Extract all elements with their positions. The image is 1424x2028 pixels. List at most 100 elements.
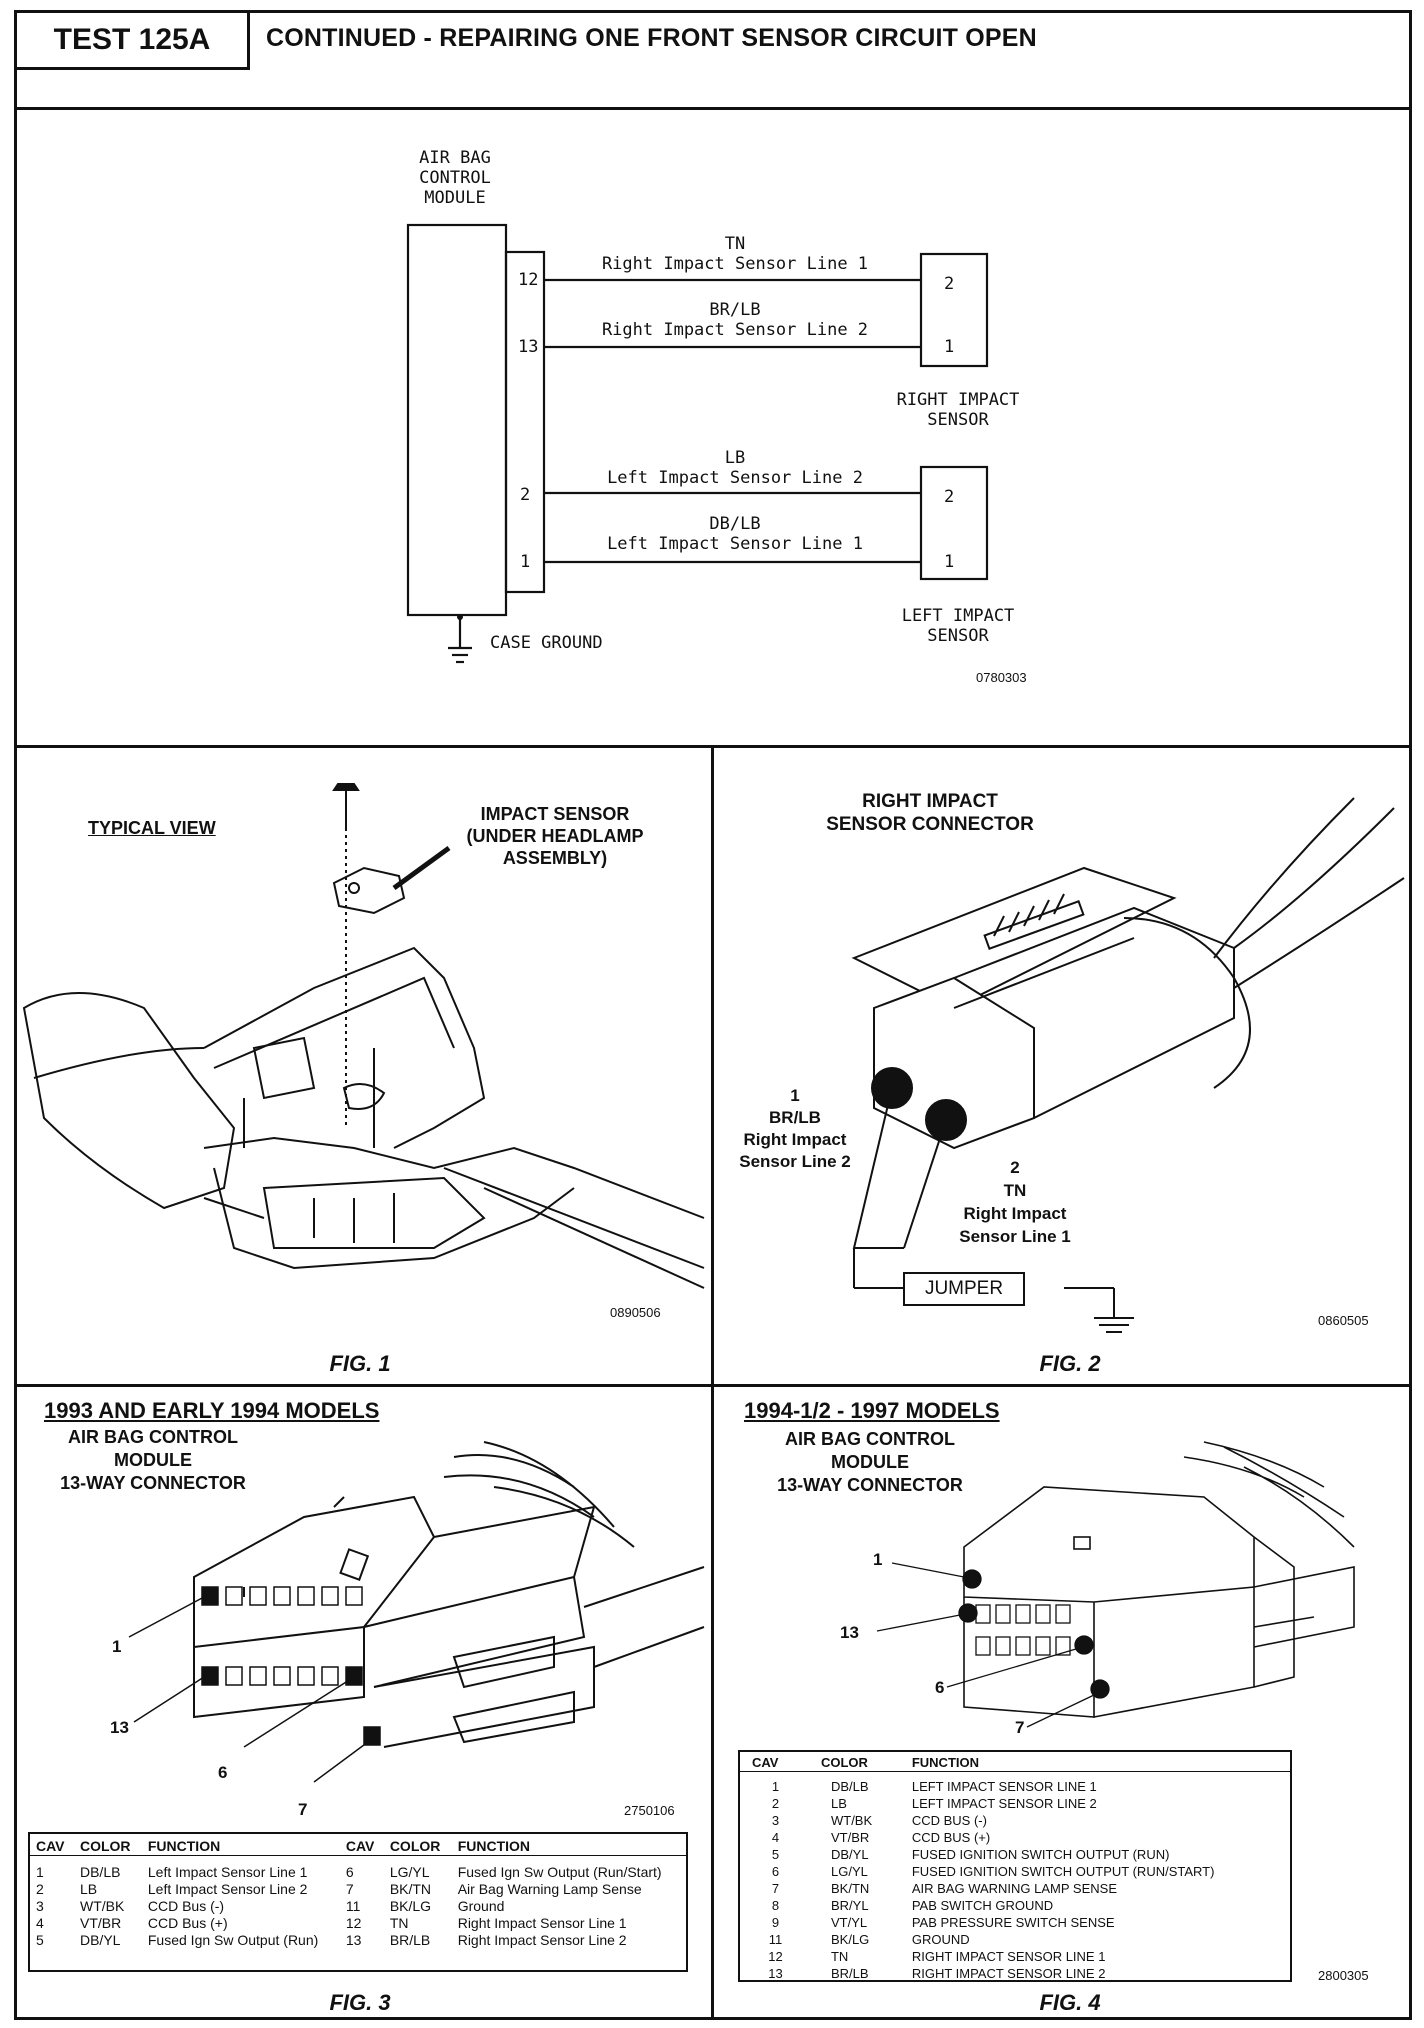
fig2-pin2-name2: Sensor Line 1 xyxy=(959,1227,1071,1246)
fig3-ref: 2750106 xyxy=(624,1803,675,1818)
fig4-connector-illustration xyxy=(876,1441,1355,1728)
cell: 3 xyxy=(36,1897,44,1914)
cell: WT/BK xyxy=(79,1897,125,1914)
fig3-table-header: CAV COLOR FUNCTION CAV COLOR FUNCTION xyxy=(30,1838,686,1856)
cell: PAB SWITCH GROUND xyxy=(911,1897,1054,1913)
table-row: 8 BR/YL PAB SWITCH GROUND xyxy=(740,1897,1290,1914)
right-line2-color: BR/LB xyxy=(709,300,761,320)
fig1-caption: FIG. 1 xyxy=(329,1351,391,1376)
cell: PAB PRESSURE SWITCH SENSE xyxy=(911,1914,1115,1930)
pin-12: 12 xyxy=(518,270,539,290)
left-line2-name: Left Impact Sensor Line 2 xyxy=(607,468,863,488)
fig2-heading: RIGHT IMPACT SENSOR CONNECTOR xyxy=(790,790,1070,836)
fig4-sub: AIR BAG CONTROL MODULE 13-WAY CONNECTOR xyxy=(760,1428,980,1497)
cell: 11 xyxy=(345,1897,361,1914)
cell: TN xyxy=(830,1948,849,1964)
fig4-callout-13: 13 xyxy=(840,1623,859,1642)
fig3-callout-7: 7 xyxy=(298,1800,308,1819)
cell: LB xyxy=(79,1880,98,1897)
cell: 6 xyxy=(771,1863,780,1879)
fig2-pin2-name1: Right Impact xyxy=(963,1204,1067,1223)
fig3-caption: FIG. 3 xyxy=(329,1990,391,2015)
cell: 8 xyxy=(771,1897,780,1913)
cell: GROUND xyxy=(911,1931,970,1947)
fig2-pin1-num: 1 xyxy=(790,1086,800,1105)
cell: BR/YL xyxy=(830,1897,869,1913)
fig2-pin2-num: 2 xyxy=(1010,1158,1020,1177)
cell: TN xyxy=(389,1914,409,1931)
right-sensor-box xyxy=(919,252,989,368)
left-line2-color: LB xyxy=(724,448,746,468)
cell: LEFT IMPACT SENSOR LINE 1 xyxy=(911,1778,1097,1794)
fig4-th-color: COLOR xyxy=(810,1754,906,1772)
fig3-callout-1: 1 xyxy=(112,1637,122,1656)
page-title: CONTINUED - REPAIRING ONE FRONT SENSOR C… xyxy=(266,24,1037,52)
fig4-callout-1: 1 xyxy=(873,1550,883,1569)
cell: DB/YL xyxy=(79,1931,121,1948)
fig4-caption: FIG. 4 xyxy=(1039,1990,1101,2015)
fig1-callout-1: IMPACT SENSOR xyxy=(480,804,630,824)
cell: BR/LB xyxy=(830,1965,869,1981)
schematic-diagram xyxy=(406,223,989,664)
cell: BK/LG xyxy=(389,1897,432,1914)
cell: VT/BR xyxy=(830,1829,870,1845)
header-divider xyxy=(14,107,1412,110)
cell: RIGHT IMPACT SENSOR LINE 1 xyxy=(911,1948,1106,1964)
left-line1-label: DB/LB Left Impact Sensor Line 1 xyxy=(560,514,910,554)
fig3-callout-6: 6 xyxy=(218,1763,228,1782)
right-line1-name: Right Impact Sensor Line 1 xyxy=(601,254,869,274)
impact-sensor-callout: IMPACT SENSOR (UNDER HEADLAMP ASSEMBLY) xyxy=(440,803,670,869)
fig2-pin1-name2: Sensor Line 2 xyxy=(739,1152,851,1171)
cell: VT/YL xyxy=(830,1914,868,1930)
right-sensor-pin2: 2 xyxy=(944,274,955,294)
fig3-heading: 1993 AND EARLY 1994 MODELS xyxy=(44,1398,380,1423)
pin-13: 13 xyxy=(518,337,539,357)
module-label: AIR BAG CONTROL MODULE xyxy=(395,148,515,208)
fig4-sub-2: MODULE xyxy=(831,1452,909,1472)
fig1-callout-3: ASSEMBLY) xyxy=(502,848,608,868)
cell: 3 xyxy=(771,1812,780,1828)
fig3-sub-3: 13-WAY CONNECTOR xyxy=(60,1473,246,1493)
fig4-sub-1: AIR BAG CONTROL xyxy=(785,1429,955,1449)
cell: CCD BUS (+) xyxy=(911,1829,991,1845)
left-sensor-label: LEFT IMPACT SENSOR xyxy=(868,606,1048,646)
fig1-callout-2: (UNDER HEADLAMP xyxy=(466,826,644,846)
schematic-ref: 0780303 xyxy=(976,670,1027,685)
jumper-box: JUMPER xyxy=(903,1272,1025,1306)
cell: RIGHT IMPACT SENSOR LINE 2 xyxy=(911,1965,1106,1981)
right-sensor-label-1: RIGHT IMPACT xyxy=(896,390,1020,410)
fig4-callout-6: 6 xyxy=(935,1678,945,1697)
pin-1: 1 xyxy=(520,552,531,572)
left-sensor-pin2: 2 xyxy=(944,487,955,507)
fig3-th-cav1: CAV xyxy=(30,1838,74,1856)
cell: CCD Bus (+) xyxy=(147,1914,228,1931)
fig3-sub-1: AIR BAG CONTROL xyxy=(68,1427,238,1447)
left-sensor-pin1: 1 xyxy=(944,552,955,572)
cell: LG/YL xyxy=(830,1863,868,1879)
module-label-line3: MODULE xyxy=(424,188,486,208)
module-label-line2: CONTROL xyxy=(419,168,491,188)
test-id: TEST 125A xyxy=(53,23,211,56)
cell: 13 xyxy=(768,1965,783,1981)
fig2-connector-illustration xyxy=(851,797,1405,1333)
cell: 9 xyxy=(771,1914,780,1930)
left-sensor-label-2: SENSOR xyxy=(927,626,989,646)
cell: 1 xyxy=(36,1863,44,1880)
cell: CCD BUS (-) xyxy=(911,1812,987,1828)
cell: LB xyxy=(830,1795,847,1811)
cell: LG/YL xyxy=(389,1863,430,1880)
cell: 1 xyxy=(771,1778,780,1794)
